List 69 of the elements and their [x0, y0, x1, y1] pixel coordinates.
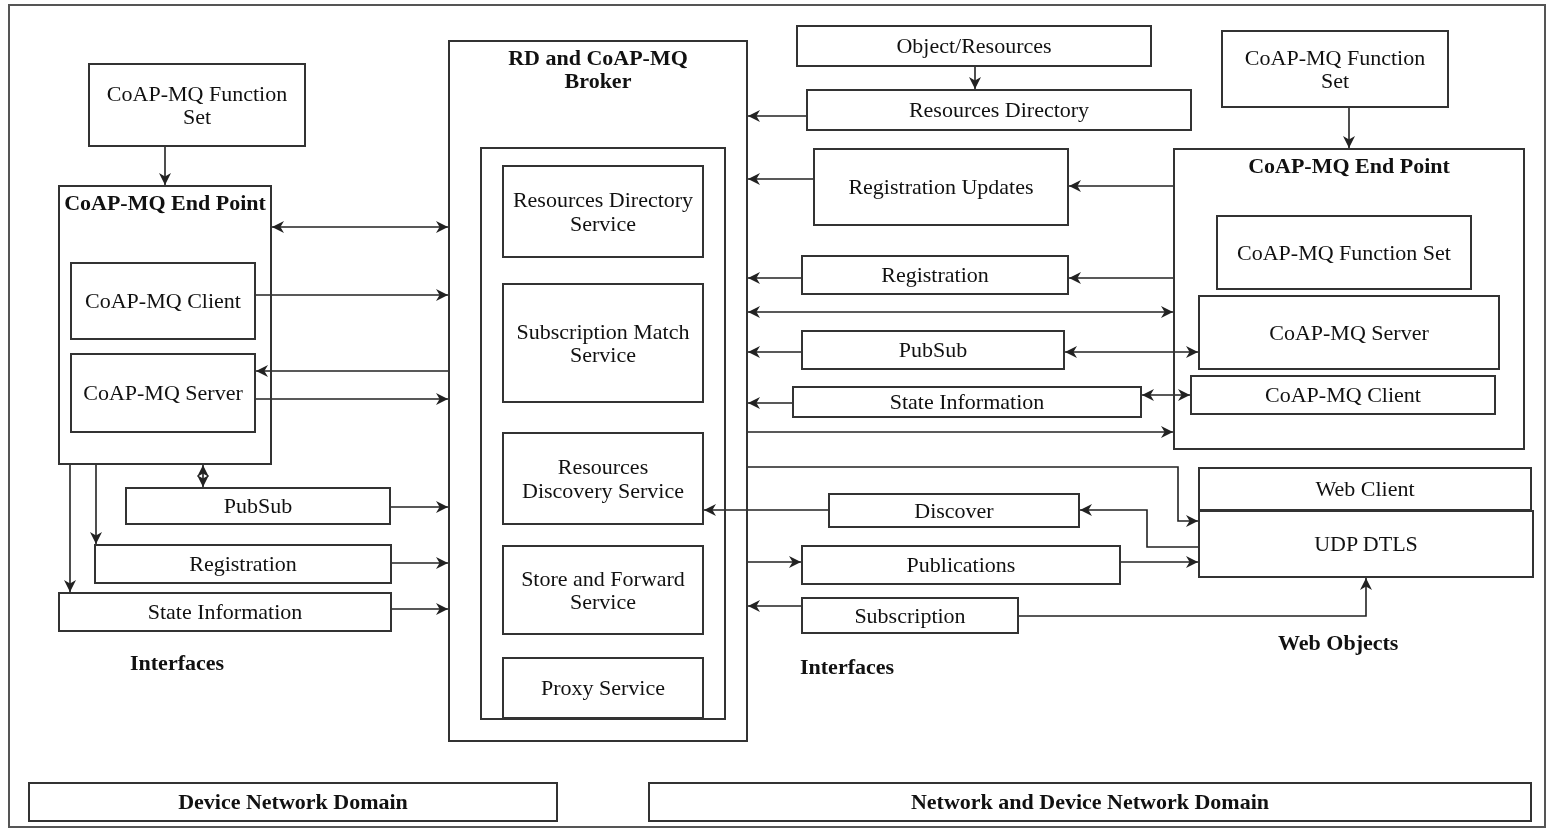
- container-box: [58, 185, 272, 465]
- process-box: State Information: [792, 386, 1142, 418]
- arrow: [747, 173, 814, 185]
- process-box: CoAP-MQ Function Set: [1221, 30, 1449, 108]
- process-box: Object/Resources: [796, 25, 1152, 67]
- process-box: PubSub: [125, 487, 391, 525]
- process-box: Proxy Service: [502, 657, 704, 719]
- arrow: [747, 272, 802, 284]
- process-box: Registration Updates: [813, 148, 1069, 226]
- double-arrow: [1064, 346, 1199, 358]
- container-box: [1173, 148, 1525, 450]
- process-box: UDP DTLS: [1198, 510, 1534, 578]
- arrow: [747, 600, 802, 612]
- double-arrow: [747, 306, 1174, 318]
- arrow: [90, 464, 102, 545]
- arrow: [255, 393, 449, 405]
- arrow: [1018, 577, 1372, 617]
- double-arrow: [197, 464, 209, 488]
- process-box: Subscription Match Service: [502, 283, 704, 403]
- process-box: Discover: [828, 493, 1080, 528]
- process-box: Resources Discovery Service: [502, 432, 704, 525]
- process-box: PubSub: [801, 330, 1065, 370]
- domain-box: Device Network Domain: [28, 782, 558, 822]
- arrow: [747, 110, 807, 122]
- container-box: [448, 40, 748, 742]
- process-box: Resources Directory Service: [502, 165, 704, 258]
- arrow: [390, 501, 449, 513]
- arrow: [747, 346, 802, 358]
- process-box: CoAP-MQ Client: [70, 262, 256, 340]
- arrow: [703, 504, 829, 516]
- arrow: [1120, 556, 1199, 568]
- process-box: Web Client: [1198, 467, 1532, 511]
- process-box: CoAP-MQ Function Set: [88, 63, 306, 147]
- process-box: Subscription: [801, 597, 1019, 634]
- arrow: [747, 397, 793, 409]
- section-label: Interfaces: [130, 650, 225, 676]
- section-label: Web Objects: [1278, 630, 1399, 656]
- process-box: State Information: [58, 592, 392, 632]
- domain-box: Network and Device Network Domain: [648, 782, 1532, 822]
- container-heading: RD and CoAP-MQ Broker: [507, 46, 689, 93]
- container-heading: CoAP-MQ End Point: [64, 191, 266, 215]
- arrow: [1068, 272, 1174, 284]
- arrow: [969, 66, 981, 90]
- process-box: Store and Forward Service: [502, 545, 704, 635]
- arrow: [391, 603, 449, 615]
- arrow: [1079, 504, 1199, 548]
- process-box: Publications: [801, 545, 1121, 585]
- process-box: CoAP-MQ Client: [1190, 375, 1496, 415]
- arrow: [747, 426, 1174, 438]
- container-heading: CoAP-MQ End Point: [1248, 154, 1450, 178]
- process-box: Resources Directory: [806, 89, 1192, 131]
- process-box: CoAP-MQ Function Set: [1216, 215, 1472, 290]
- process-box: Registration: [94, 544, 392, 584]
- double-arrow: [271, 221, 449, 233]
- arrow: [1068, 180, 1174, 192]
- arrow: [747, 466, 1199, 527]
- double-arrow: [1141, 389, 1191, 401]
- arrow: [747, 556, 802, 568]
- arrow: [159, 146, 171, 186]
- process-box: Registration: [801, 255, 1069, 295]
- process-box: CoAP-MQ Server: [1198, 295, 1500, 370]
- container-box: [480, 147, 726, 720]
- arrow: [255, 365, 449, 377]
- section-label: Interfaces: [800, 654, 895, 680]
- arrow: [391, 557, 449, 569]
- process-box: CoAP-MQ Server: [70, 353, 256, 433]
- arrow: [64, 464, 76, 593]
- arrow: [255, 289, 449, 301]
- arrow: [1343, 107, 1355, 149]
